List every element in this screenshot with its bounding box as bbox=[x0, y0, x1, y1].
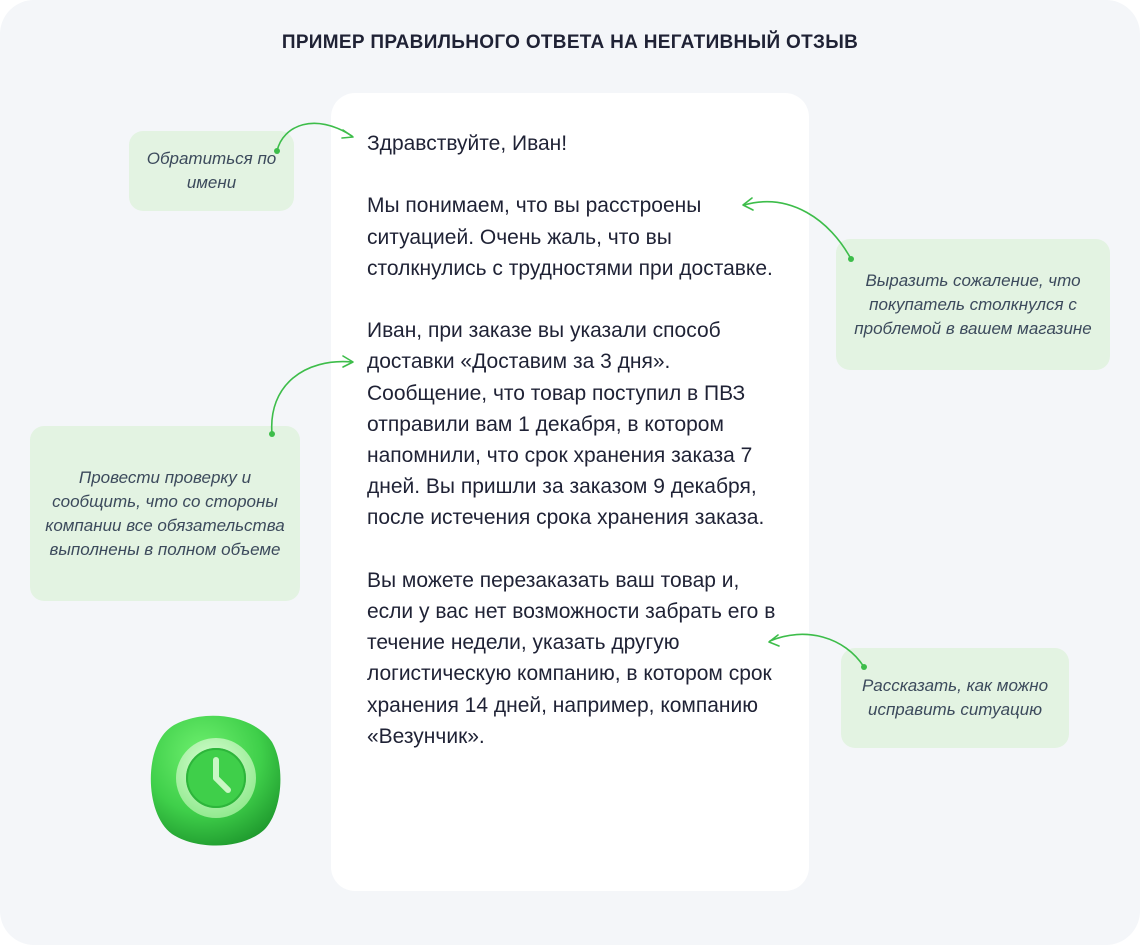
note-how-to-fix: Рассказать, как можно исправить ситуацию bbox=[841, 648, 1069, 748]
note-address-by-name: Обратиться по имени bbox=[129, 131, 294, 211]
response-text: Здравствуйте, Иван! Мы понимаем, что вы … bbox=[367, 128, 787, 783]
clock-icon bbox=[150, 715, 281, 846]
regret-paragraph: Мы понимаем, что вы расстроены ситуацией… bbox=[367, 194, 773, 280]
note-check-and-report-text: Провести проверку и сообщить, что со сто… bbox=[45, 467, 285, 559]
note-address-by-name-text: Обратиться по имени bbox=[146, 149, 277, 192]
note-express-regret: Выразить сожаление, что покупатель столк… bbox=[836, 239, 1110, 370]
note-how-to-fix-text: Рассказать, как можно исправить ситуацию bbox=[861, 676, 1049, 719]
response-card bbox=[331, 93, 809, 891]
greeting-text: Здравствуйте, Иван! bbox=[367, 132, 568, 155]
fix-paragraph: Вы можете перезаказать ваш товар и, если… bbox=[367, 568, 776, 748]
note-express-regret-text: Выразить сожаление, что покупатель столк… bbox=[854, 270, 1092, 338]
check-paragraph: Иван, при заказе вы указали способ доста… bbox=[367, 319, 765, 530]
note-check-and-report: Провести проверку и сообщить, что со сто… bbox=[30, 426, 300, 601]
page-title: ПРИМЕР ПРАВИЛЬНОГО ОТВЕТА НА НЕГАТИВНЫЙ … bbox=[281, 32, 859, 53]
